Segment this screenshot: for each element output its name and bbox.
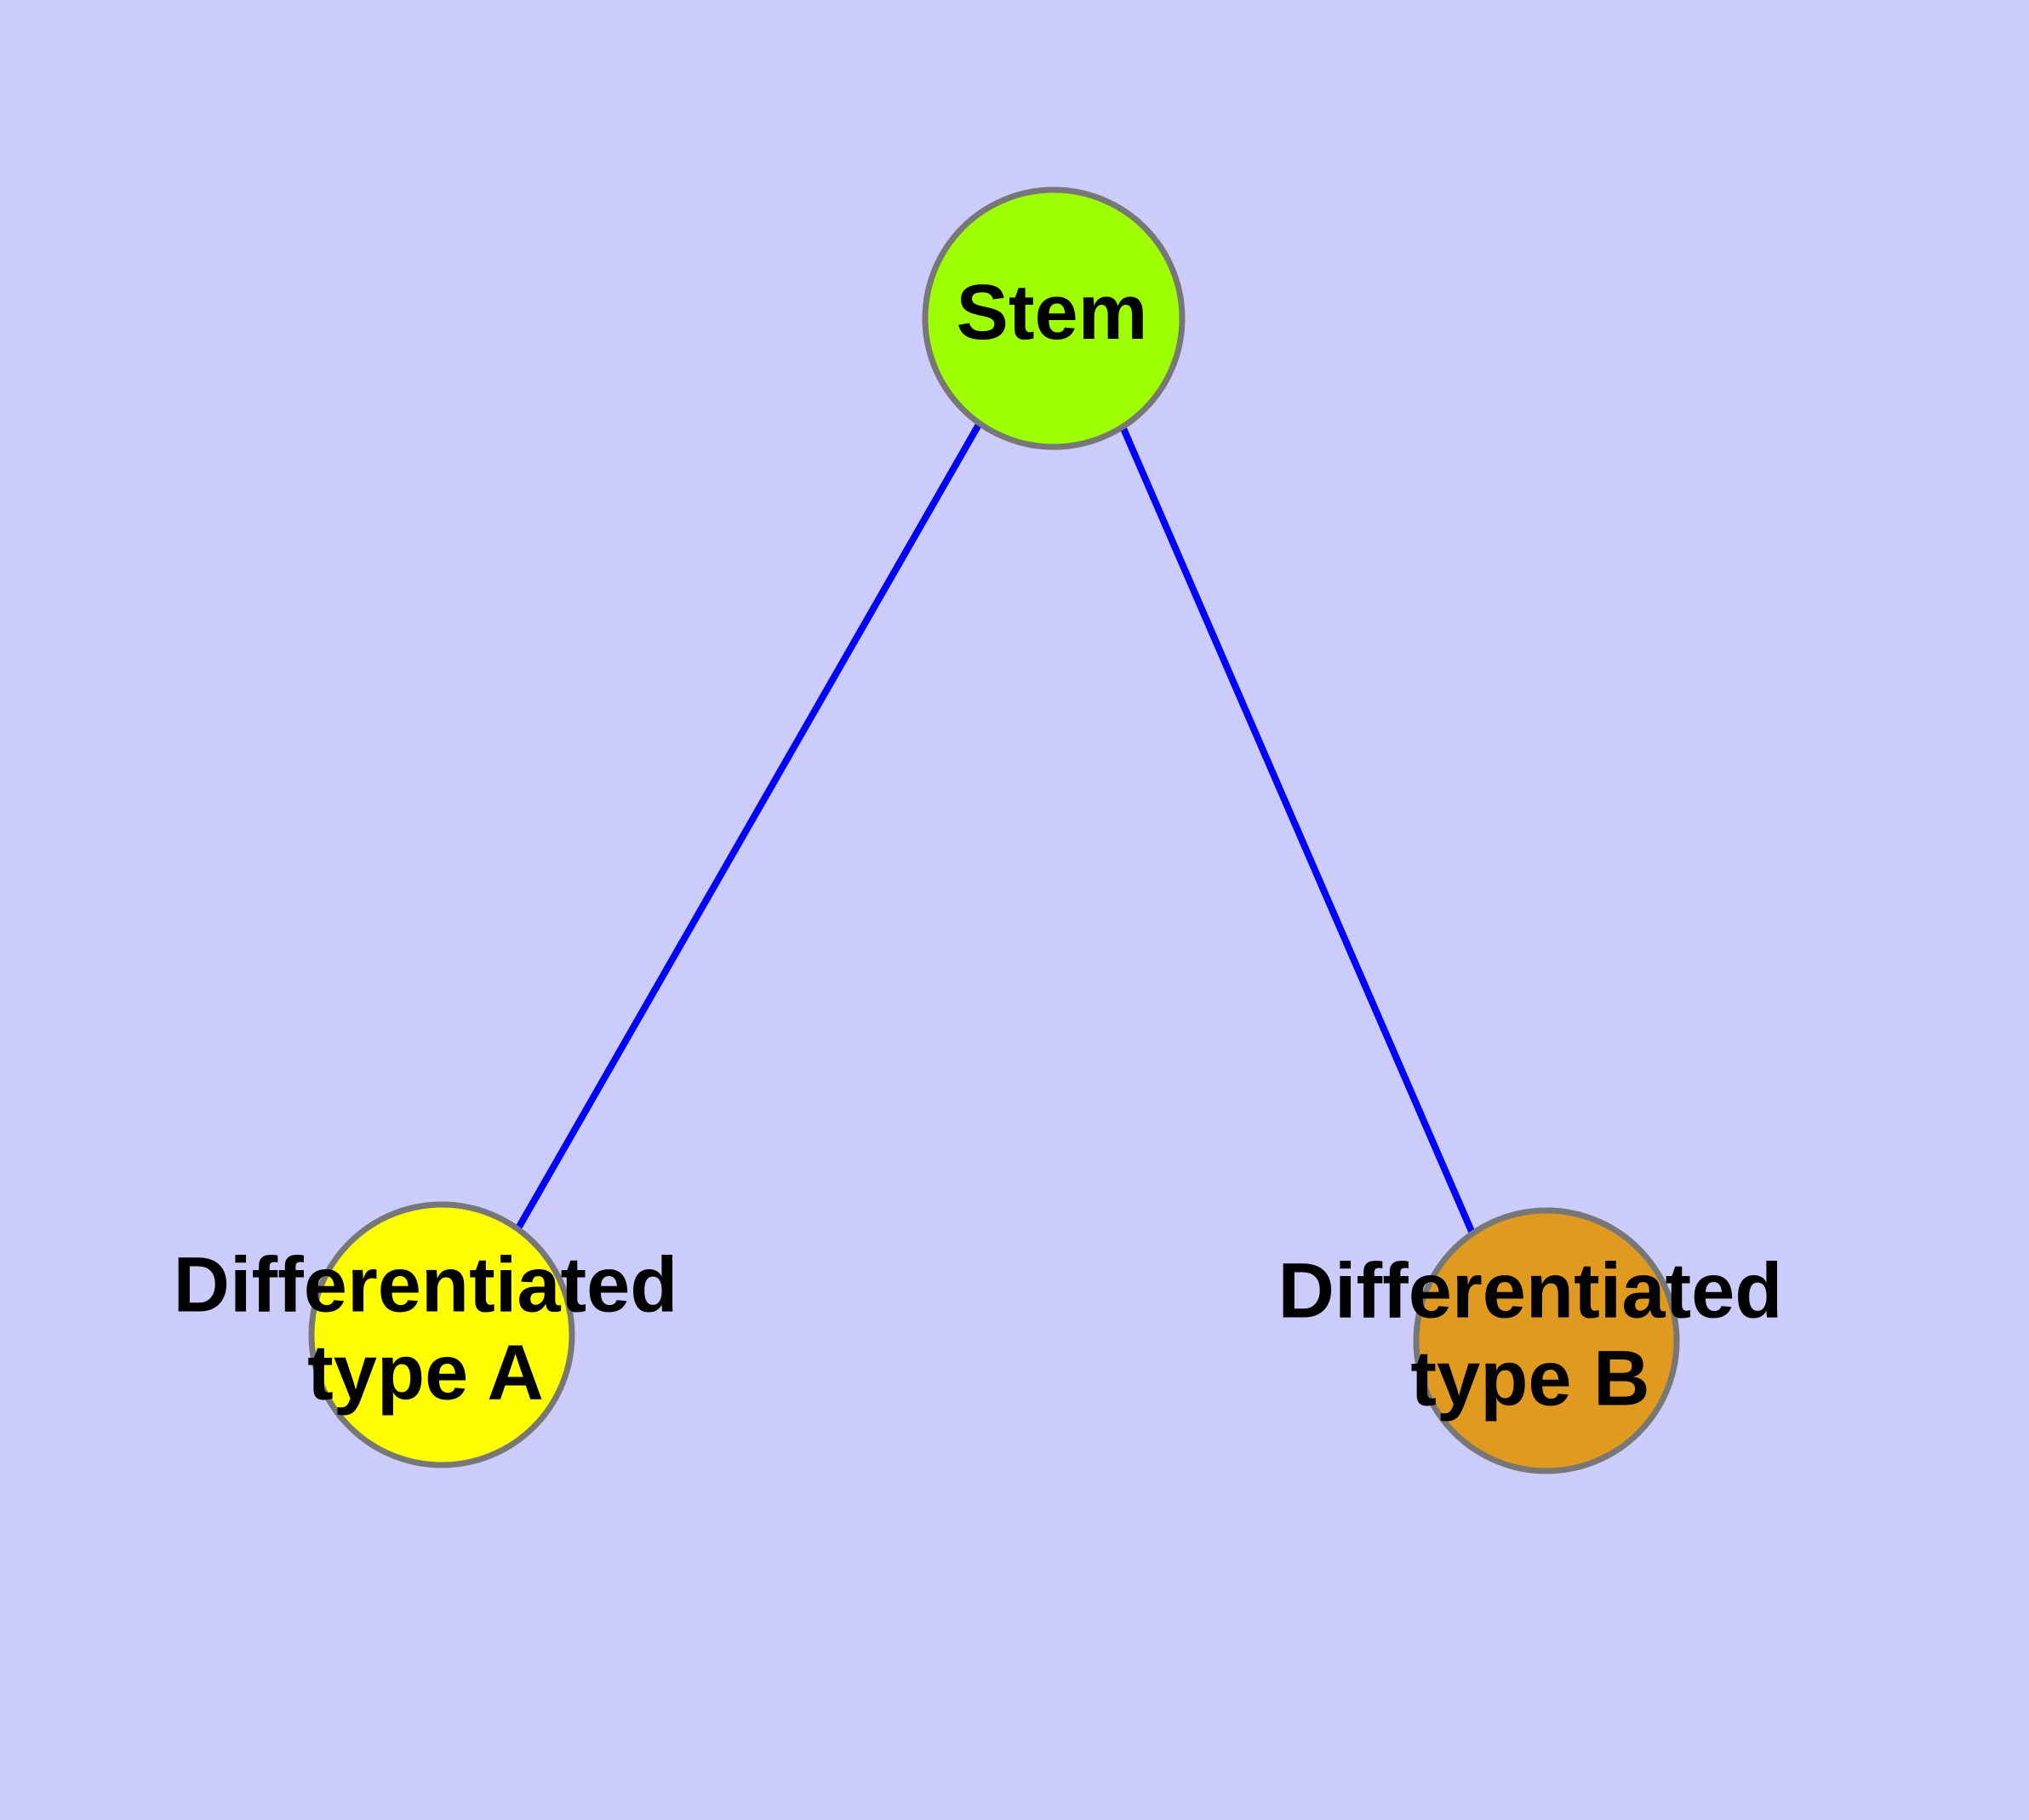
node-diff-b-circle[interactable] <box>1413 1207 1680 1474</box>
node-stem-label: Stem <box>957 269 1148 356</box>
node-label-line: Differentiated <box>174 1242 678 1329</box>
node-diff-a-circle[interactable] <box>308 1201 575 1468</box>
node-label-line: Differentiated <box>1278 1248 1783 1335</box>
edge-stem-to-diff-a[interactable] <box>512 421 983 1234</box>
node-label-line: type B <box>1410 1336 1649 1422</box>
edge-layer <box>512 421 1477 1237</box>
node-stem-circle[interactable] <box>922 186 1186 450</box>
edge-stem-to-diff-b[interactable] <box>1119 425 1477 1237</box>
node-diff-b[interactable] <box>1413 1207 1680 1474</box>
node-label-line: type A <box>307 1330 544 1417</box>
node-layer <box>308 186 1680 1474</box>
node-label-line: Stem <box>957 269 1148 356</box>
node-diff-a[interactable] <box>308 1201 575 1468</box>
node-stem[interactable] <box>922 186 1186 450</box>
